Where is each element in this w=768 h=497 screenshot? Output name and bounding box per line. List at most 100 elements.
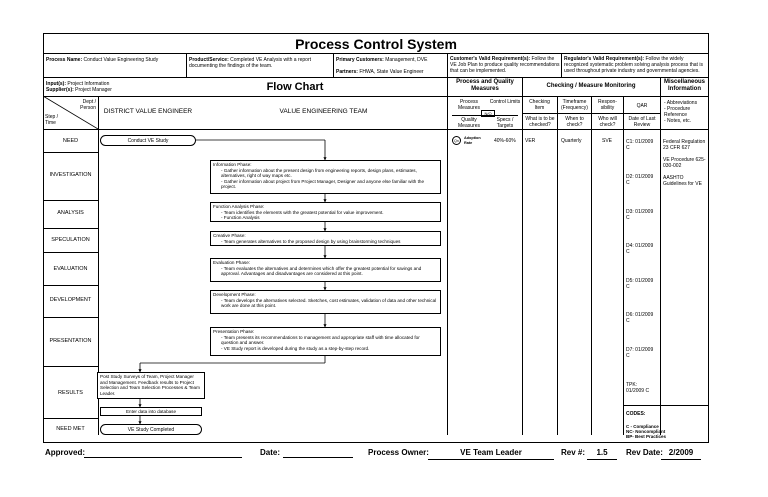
adoption-target: 40%-60% (494, 138, 516, 144)
rev-date-label: Rev Date: (626, 448, 663, 457)
when-check-header: When to check? (565, 116, 584, 128)
development-phase-box: Development Phase: - Team develops the a… (210, 290, 441, 314)
database-box: Enter data into database (100, 407, 202, 416)
misc-procedure: - Procedure Reference (664, 106, 691, 118)
qar-header: QAR (636, 103, 648, 109)
responsibility-value: SVE (602, 138, 613, 144)
inputs-label: Input(s): (46, 81, 66, 87)
rev-value: 1.5 (587, 447, 617, 460)
misc-guidelines: AASHTO Guidelines for VE (663, 175, 702, 187)
divider (43, 285, 98, 286)
development-phase-title: Development Phase: (213, 292, 256, 297)
checking-value: VER (525, 138, 536, 144)
step-presentation: PRESENTATION (49, 338, 92, 344)
checking-item-header: Checking Item (529, 99, 550, 111)
divider (333, 53, 334, 77)
codes-legend: C - Compliance NC- Noncompliant BP- Best… (626, 424, 708, 440)
step-speculation: SPECULATION (51, 237, 90, 243)
flow-chart-title: Flow Chart (266, 81, 324, 93)
creative-phase-box: Creative Phase: - Team generates alterna… (210, 231, 441, 246)
divider (43, 53, 709, 54)
evaluation-phase-title: Evaluation Phase: (213, 260, 251, 265)
information-phase-line: - Gather information about project from … (221, 178, 424, 190)
divider (43, 418, 98, 419)
end-terminator: VE Study Completed (100, 424, 202, 435)
footer: Approved: Date: Process Owner: VE Team L… (43, 447, 709, 461)
step-need-met: NEED MET (56, 426, 85, 432)
divider (557, 96, 558, 435)
divider (660, 77, 661, 435)
qar-item: D2: 01/2009 C (626, 174, 654, 186)
page-title: Process Control System (295, 36, 457, 52)
adoption-rate-label: Adoption Rate (464, 136, 481, 145)
adoption-marker: Qn (452, 136, 461, 145)
diagonal-line (43, 96, 98, 129)
approved-line[interactable] (84, 457, 242, 458)
misc-abbreviations: - Abbreviations (664, 100, 698, 106)
inputs: Input(s): Project Information (46, 81, 142, 87)
divider (43, 152, 98, 153)
cmm-title: Checking / Measure Monitoring (546, 83, 636, 89)
information-phase-title: Information Phase: (213, 162, 252, 167)
quality-measures-header: Quality Measures (458, 117, 480, 129)
date-line[interactable] (283, 457, 353, 458)
ve-team-header: VALUE ENGINEERING TEAM (279, 108, 368, 115)
suppliers-value: Project Manager (75, 87, 112, 93)
partners-value: FHWA, State Value Engineer (359, 69, 424, 75)
process-measures-header: Process Measures (458, 99, 480, 111)
rev-label: Rev #: (561, 448, 586, 457)
creative-phase-line: - Team generates alternatives to the pro… (221, 238, 401, 244)
code-compliance: C - Compliance (626, 424, 659, 429)
presentation-phase-line: - Team presents its recommendations to m… (221, 334, 420, 346)
qar-item: D6: 01/2009 C (626, 312, 654, 324)
inputs-value: Project Information (67, 81, 110, 87)
step-analysis: ANALYSIS (57, 210, 84, 216)
primary-customers: Primary Customers: Management, DVE (336, 57, 446, 63)
function-analysis-line: - Team identifies the elements with the … (221, 209, 384, 215)
qar-item: D4: 01/2009 C (626, 243, 654, 255)
qar-item: D7: 01/2009 C (626, 347, 654, 359)
divider (447, 77, 448, 435)
step-need: NEED (62, 138, 79, 144)
divider (43, 77, 709, 78)
dept-step-header: Dept / Person Step / Time (43, 96, 98, 129)
divider (43, 96, 709, 97)
pqm-title: Process and Quality Measures (456, 79, 514, 92)
rev-date-value: 2/2009 (661, 447, 701, 460)
divider (452, 115, 518, 116)
form-frame (43, 33, 709, 443)
presentation-phase-title: Presentation Phase: (213, 329, 255, 334)
code-noncompliant: NC- Noncompliant (626, 429, 666, 435)
control-limits-header: Control Limits (489, 99, 521, 105)
suppliers: Supplier(s): Project Manager (46, 87, 142, 93)
date-review-header: Date of Last Review (628, 116, 656, 128)
regulator-requirements: Regulator's Valid Requirement(s): Follow… (564, 56, 707, 74)
step-time-label: Step / Time (45, 114, 59, 126)
divider (523, 113, 660, 114)
owner-value: VE Team Leader (428, 447, 554, 460)
divider (43, 200, 98, 201)
information-phase-box: Information Phase: - Gather information … (210, 160, 441, 194)
creative-phase-title: Creative Phase: (213, 233, 246, 238)
misc-items-header: - Abbreviations - Procedure Reference - … (664, 100, 708, 124)
divider (43, 366, 98, 367)
presentation-phase-line: - VE Study report is developed during th… (221, 345, 370, 351)
misc-title: Miscellaneous Information (663, 79, 705, 92)
timeframe-value: Quarterly (561, 138, 582, 144)
regulator-req-value: Follow the widely recognized systematic … (564, 56, 703, 74)
divider (591, 96, 592, 435)
function-analysis-box: Function Analysis Phase: - Team identifi… (210, 202, 441, 222)
primary-customers-label: Primary Customers: (336, 57, 384, 63)
step-results: RESULTS (58, 390, 83, 396)
codes-title: CODES: (626, 411, 646, 417)
customer-req-value: Follow the VE Job Plan to produce qualit… (450, 56, 560, 74)
divider (43, 129, 709, 130)
presentation-phase-box: Presentation Phase: - Team presents its … (210, 327, 441, 356)
product-value: Completed VE Analysis with a report docu… (189, 57, 312, 69)
divider (522, 77, 523, 435)
divider (43, 252, 98, 253)
approved-label: Approved: (45, 448, 85, 457)
misc-regulation: Federal Regulation 23 CFR 627 (663, 139, 706, 151)
divider (623, 405, 709, 406)
